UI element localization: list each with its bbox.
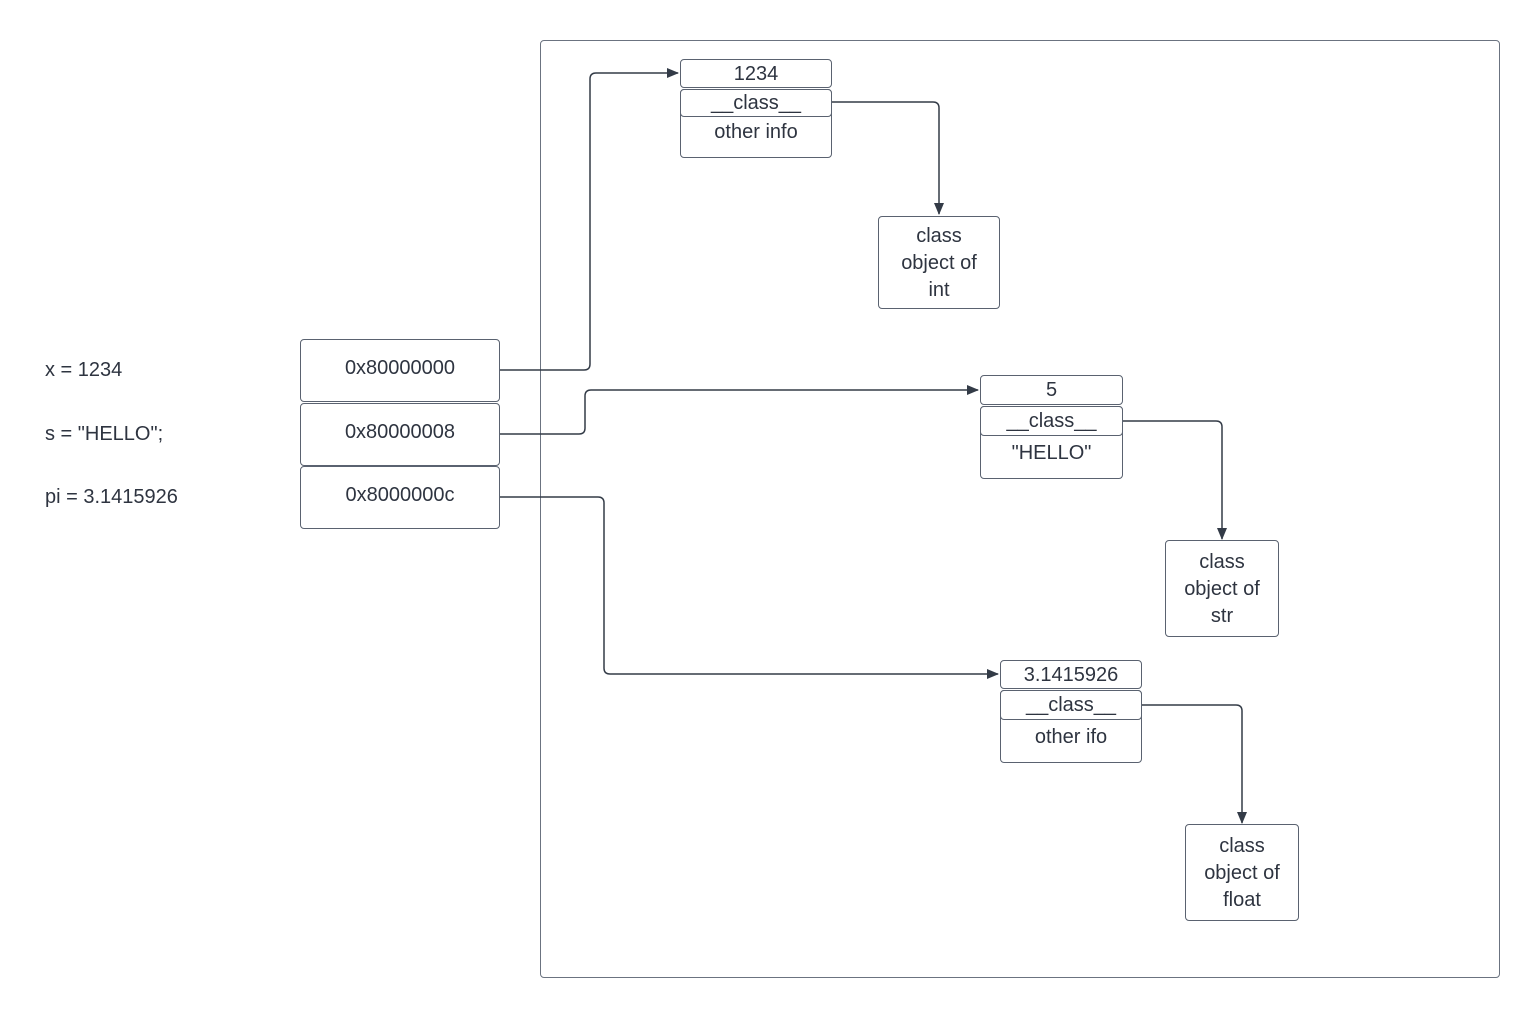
variable-x-label: x = 1234 bbox=[45, 359, 123, 381]
arrow-pi-to-float-object bbox=[500, 496, 999, 679]
heap-region bbox=[540, 40, 1500, 978]
str-object-class-cell: __class__ bbox=[980, 406, 1123, 436]
arrow-s-to-str-object bbox=[500, 385, 979, 435]
object-class-field: __class__ bbox=[1006, 410, 1097, 432]
object-class-field: __class__ bbox=[1025, 694, 1117, 716]
arrow-x-to-int-object bbox=[500, 68, 679, 371]
pointer-address: 0x80000008 bbox=[344, 421, 456, 443]
float-object-value-cell: 3.1415926 bbox=[1000, 660, 1142, 689]
object-info: "HELLO" bbox=[1011, 442, 1092, 464]
object-info: other info bbox=[714, 121, 798, 143]
class-object-str: class object of str bbox=[1165, 540, 1279, 637]
object-value: 3.1415926 bbox=[1023, 663, 1119, 686]
class-object-line: object of bbox=[1204, 861, 1280, 884]
class-object-type: str bbox=[1210, 604, 1234, 627]
pointer-cell-x: 0x80000000 bbox=[300, 339, 500, 402]
pointer-cell-s: 0x80000008 bbox=[300, 403, 500, 466]
object-value: 5 bbox=[1045, 379, 1058, 401]
class-object-int: class object of int bbox=[878, 216, 1000, 309]
int-object-value-cell: 1234 bbox=[680, 59, 832, 88]
class-object-line: class bbox=[1199, 550, 1245, 573]
class-object-type: float bbox=[1223, 888, 1261, 911]
arrow-float-class-link bbox=[1142, 704, 1247, 824]
variable-s-label: s = "HELLO"; bbox=[45, 423, 164, 445]
int-object-class-cell: __class__ bbox=[680, 89, 832, 117]
pointer-cell-pi: 0x8000000c bbox=[300, 466, 500, 529]
float-object-class-cell: __class__ bbox=[1000, 690, 1142, 720]
class-object-float: class object of float bbox=[1185, 824, 1299, 921]
arrow-int-class-link bbox=[832, 101, 944, 215]
class-object-line: object of bbox=[901, 251, 977, 274]
object-value: 1234 bbox=[733, 62, 779, 85]
object-class-field: __class__ bbox=[710, 92, 802, 114]
variable-pi-label: pi = 3.1415926 bbox=[45, 486, 178, 508]
class-object-line: class bbox=[1219, 834, 1265, 857]
pointer-address: 0x8000000c bbox=[345, 484, 455, 506]
class-object-type: int bbox=[928, 278, 950, 301]
pointer-address: 0x80000000 bbox=[344, 357, 456, 379]
str-object-value-cell: 5 bbox=[980, 375, 1123, 405]
class-object-line: class bbox=[916, 224, 962, 247]
arrow-str-class-link bbox=[1123, 420, 1227, 540]
object-info: other ifo bbox=[1034, 726, 1108, 748]
class-object-line: object of bbox=[1184, 577, 1260, 600]
